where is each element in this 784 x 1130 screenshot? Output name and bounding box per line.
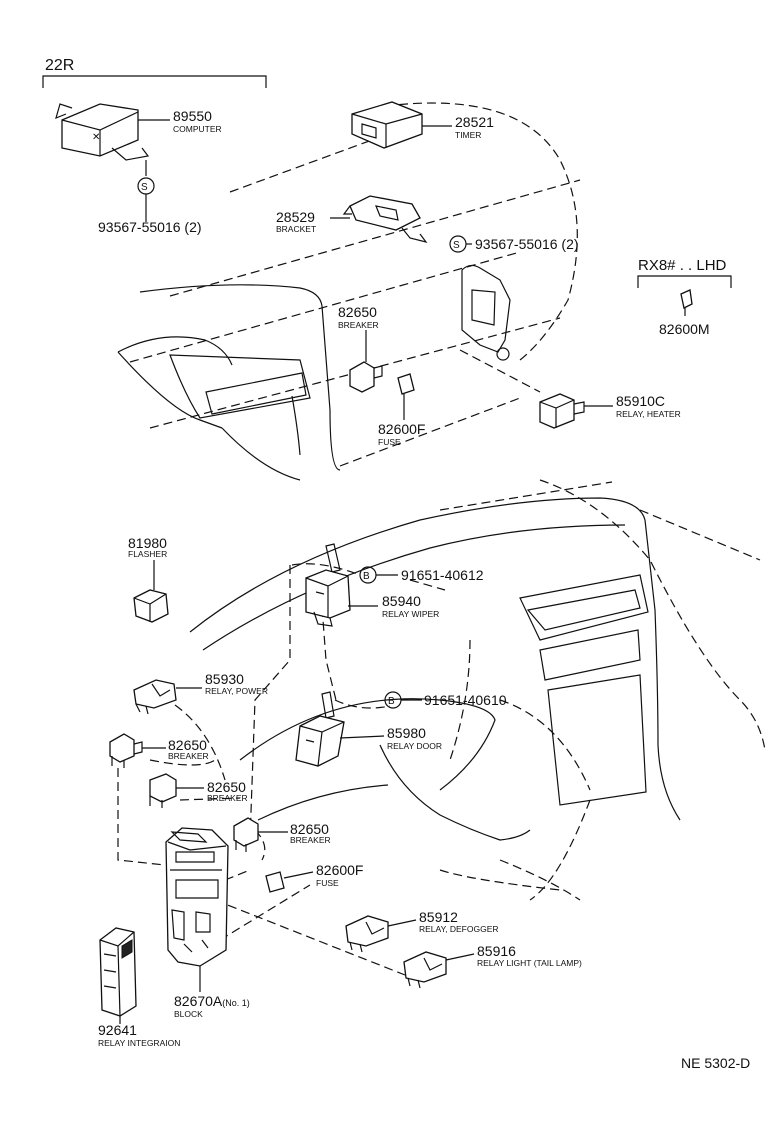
part-name-flasher: FLASHER (128, 549, 167, 559)
part-name-relay-tail: RELAY LIGHT (TAIL LAMP) (477, 958, 582, 968)
part-number-breaker-top: 82650 (338, 304, 377, 320)
part-name-junction-block: BLOCK (174, 1009, 203, 1019)
part-name-relay-door: RELAY DOOR (387, 741, 442, 751)
part-number-breaker-a: 82650 (168, 737, 207, 753)
diagram-code: NE 5302-D (681, 1055, 750, 1071)
part-number-relay-defogger: 85912 (419, 909, 458, 925)
part-name-breaker-top: BREAKER (338, 320, 379, 330)
part-number-screw-top-right: 93567-55016 (2) (475, 236, 579, 252)
relay-integration-92641: 92641 RELAY INTEGRAION (98, 927, 180, 1048)
relay-power-85930: 85930 RELAY, POWER (133, 671, 268, 715)
part-name-fuse-top: FUSE (378, 437, 401, 447)
part-name-relay-heater: RELAY, HEATER (616, 409, 681, 419)
part-name-relay-defogger: RELAY, DEFOGGER (419, 924, 499, 934)
relay-tail-85916: 85916 RELAY LIGHT (TAIL LAMP) (403, 943, 582, 989)
part-name-relay-integration: RELAY INTEGRAION (98, 1038, 180, 1048)
timer-28521: 28521 TIMER (351, 101, 494, 149)
part-number-relay-wiper: 85940 (382, 593, 421, 609)
relay-defogger-85912: 85912 RELAY, DEFOGGER (345, 909, 499, 953)
part-number-bolt-upper: 91651-40612 (401, 567, 484, 583)
part-name-timer: TIMER (455, 130, 481, 140)
junction-block-82670a: 82670A(No. 1) BLOCK (165, 827, 250, 1019)
variant-bracket-22r: 22R (42, 57, 267, 88)
screw-marker-label: S (453, 240, 460, 251)
relay-heater-85910c: 85910C RELAY, HEATER (539, 393, 681, 429)
part-number-relay-heater: 85910C (616, 393, 665, 409)
part-number-fuse-top: 82600F (378, 421, 425, 437)
part-number-bolt-lower: 91651-40610 (424, 692, 507, 708)
relay-wiper-85940: 85940 RELAY WIPER B 91651-40612 (305, 543, 484, 627)
fuse-82600m: 82600M (659, 289, 710, 337)
part-number-relay-tail: 85916 (477, 943, 516, 959)
part-number-junction-block: 82670A(No. 1) (174, 993, 250, 1009)
part-name-computer: COMPUTER (173, 124, 222, 134)
bolt-marker-label: B (363, 571, 370, 582)
svg-text:✕: ✕ (92, 132, 100, 143)
breaker-82650-b: 82650 BREAKER (149, 773, 248, 808)
upper-dashboard-outline (117, 102, 581, 481)
computer-89550: ✕ S 89550 COMPUTER 93567-55016 (2) (55, 103, 222, 235)
part-number-breaker-c: 82650 (290, 821, 329, 837)
part-number-fuse-lower: 82600F (316, 862, 363, 878)
part-name-relay-wiper: RELAY WIPER (382, 609, 439, 619)
bolt-marker-label: B (388, 696, 395, 707)
part-number-relay-power: 85930 (205, 671, 244, 687)
part-name-bracket: BRACKET (276, 224, 316, 234)
fuse-82600f-lower: 82600F FUSE (265, 862, 363, 893)
breaker-82650-c: 82650 BREAKER (233, 817, 331, 852)
part-number-relay-door: 85980 (387, 725, 426, 741)
part-number-bracket: 28529 (276, 209, 315, 225)
part-number-timer: 28521 (455, 114, 494, 130)
part-name-breaker-b: BREAKER (207, 793, 248, 803)
part-number-breaker-b: 82650 (207, 779, 246, 795)
lower-dashboard-outline (189, 479, 766, 901)
fuse-82600f-top: 82600F FUSE (378, 373, 425, 447)
part-number-screw-top-left: 93567-55016 (2) (98, 219, 202, 235)
variant-label: 22R (45, 57, 74, 74)
region-label: RX8# . . LHD (638, 257, 727, 274)
breaker-82650-a: 82650 BREAKER (109, 733, 209, 768)
relay-door-85980: 85980 RELAY DOOR B 91651-40610 (295, 691, 507, 767)
part-number-flasher: 81980 (128, 535, 167, 551)
part-name-breaker-c: BREAKER (290, 835, 331, 845)
bracket-28529: 28529 BRACKET S 93567-55016 (2) (276, 195, 579, 253)
part-number-computer: 89550 (173, 108, 212, 124)
region-bracket: RX8# . . LHD (637, 257, 732, 288)
part-name-breaker-a: BREAKER (168, 751, 209, 761)
part-number-relay-integration: 92641 (98, 1022, 137, 1038)
breaker-82650-top: 82650 BREAKER (338, 304, 383, 393)
harness-lines (117, 563, 446, 976)
part-name-relay-power: RELAY, POWER (205, 686, 268, 696)
part-number-fuse-right: 82600M (659, 321, 710, 337)
part-name-fuse-lower: FUSE (316, 878, 339, 888)
screw-marker-label: S (141, 182, 148, 193)
flasher-81980: 81980 FLASHER (128, 535, 169, 623)
